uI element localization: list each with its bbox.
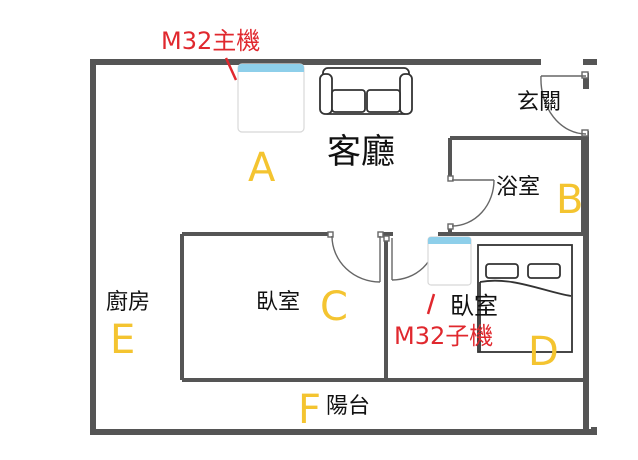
zone-letter-a: A: [248, 145, 276, 191]
outer-walls: [90, 59, 597, 435]
room-label-kitchen: 廚房: [106, 290, 151, 315]
inner-walls: [180, 136, 586, 382]
door-icon: [327, 71, 589, 283]
sofa-icon: [319, 67, 413, 115]
room-label-entrance: 玄關: [517, 90, 562, 115]
room-label-bedroom-c: 臥室: [256, 290, 301, 315]
zone-letter-d: D: [528, 329, 559, 375]
zone-letter-b: B: [556, 177, 584, 223]
zone-letter-c: C: [320, 284, 348, 330]
zone-letter-e: E: [110, 317, 136, 363]
satellite-node-pointer: [426, 293, 436, 315]
satellite-node-label: M32子機: [394, 322, 494, 350]
room-label-living-room: 客廳: [327, 132, 395, 172]
main-node-pointer: [224, 57, 238, 81]
zone-letter-f: F: [298, 387, 322, 433]
room-label-balcony: 陽台: [326, 394, 371, 419]
room-label-bedroom-d: 臥室: [450, 292, 498, 320]
router-icon: [427, 236, 472, 286]
router-icon: [237, 63, 305, 133]
main-node-label: M32主機: [161, 27, 261, 55]
bed-icon: [477, 244, 573, 353]
room-label-bathroom: 浴室: [496, 175, 541, 200]
